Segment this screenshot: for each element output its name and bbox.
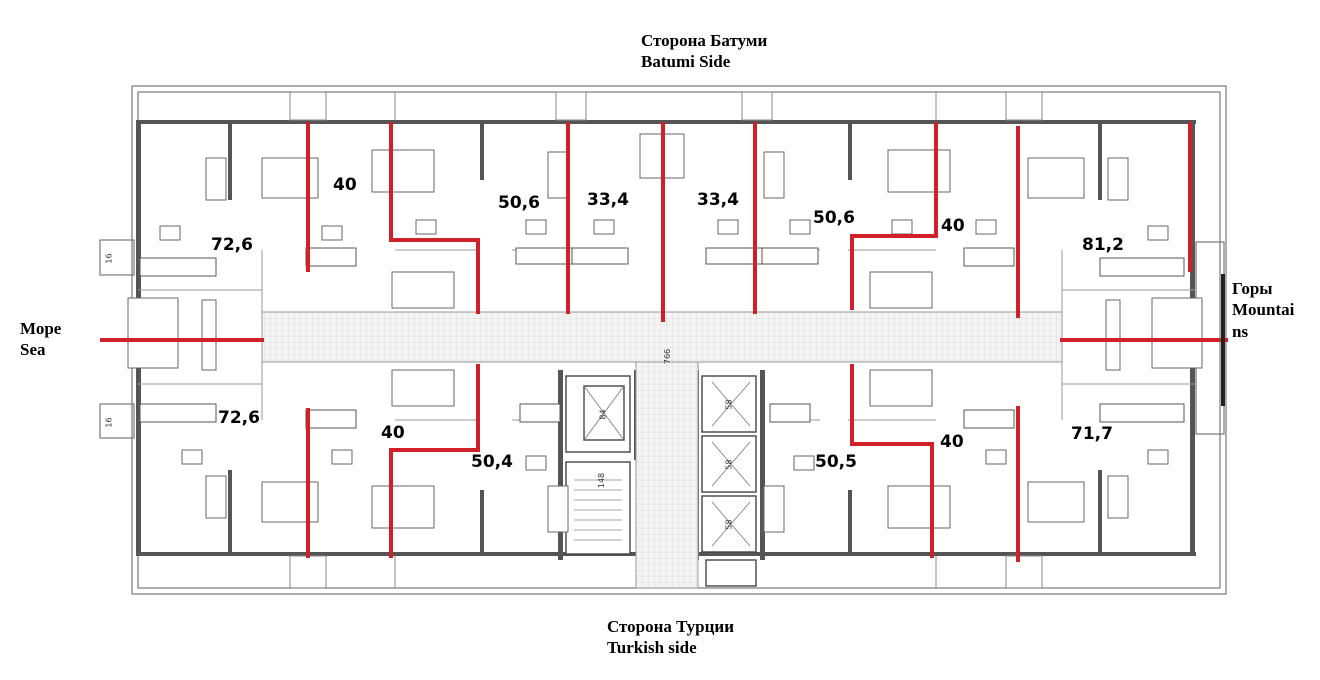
lift-cross [583, 381, 751, 547]
stairs-label: 148 [597, 472, 607, 489]
west-label-en: Sea [20, 340, 46, 360]
corridor-label: 766 [663, 348, 673, 365]
east-label-ru: Горы [1232, 279, 1273, 298]
west-label: Море Sea [20, 318, 61, 361]
area-label-3: 33,4 [587, 190, 629, 210]
area-label-5: 50,6 [813, 208, 855, 228]
south-label-en: Turkish side [607, 638, 697, 658]
south-label-ru: Сторона Турции [607, 617, 735, 636]
dining-tables [159, 219, 1169, 471]
east-label: Горы Mountai ns [1232, 278, 1294, 342]
north-label-ru: Сторона Батуми [641, 31, 768, 50]
area-label-12: 50,5 [815, 452, 857, 472]
area-label-1: 40 [333, 175, 357, 195]
area-label-8: 72,6 [211, 235, 253, 255]
area-label-13: 40 [940, 432, 964, 452]
stair-treads [574, 479, 622, 541]
kitchens [139, 247, 1185, 429]
terraces [127, 297, 1203, 371]
east-label-en-1: Mountai [1232, 300, 1295, 320]
south-label: Сторона Турции Turkish side [607, 616, 734, 659]
area-label-2: 50,6 [498, 193, 540, 213]
area-label-14: 71,7 [1071, 424, 1113, 444]
beds [261, 149, 1085, 529]
sofas [205, 133, 1129, 533]
west-balcony-bottom-label: 16 [104, 417, 114, 428]
area-label-6: 40 [941, 216, 965, 236]
area-label-7: 81,2 [1082, 235, 1124, 255]
north-label: Сторона Батуми Batumi Side [641, 30, 767, 73]
lift-a-label: 84 [598, 409, 608, 420]
north-label-en: Batumi Side [641, 52, 731, 72]
east-label-en-2: ns [1232, 321, 1249, 341]
area-label-4: 33,4 [697, 190, 739, 210]
west-label-ru: Море [20, 319, 62, 338]
east-window-strip [1221, 274, 1225, 406]
area-label-10: 40 [381, 423, 405, 443]
west-balcony-top-label: 16 [104, 253, 114, 264]
apartment-dividers [100, 122, 1228, 562]
area-label-11: 50,4 [471, 452, 513, 472]
lift-b2-label: 58 [724, 459, 734, 470]
area-label-9: 72,6 [218, 408, 260, 428]
lift-b1-label: 58 [724, 399, 734, 410]
lift-b3-label: 58 [724, 519, 734, 530]
lift-core [565, 375, 757, 587]
lobby [635, 361, 699, 589]
